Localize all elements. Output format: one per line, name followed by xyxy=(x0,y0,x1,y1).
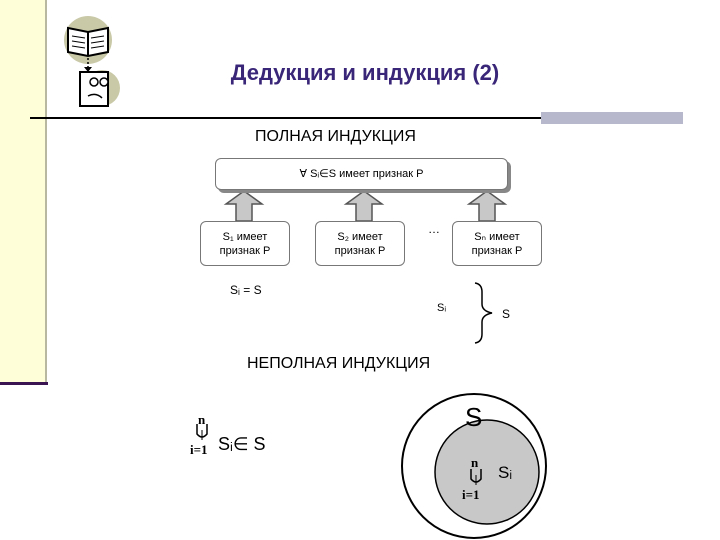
sn-line2: признак P xyxy=(471,245,523,257)
s1-box: S₁ имеет признак P xyxy=(200,221,290,266)
s-label: S xyxy=(502,307,511,321)
arrow-up-icon xyxy=(343,190,385,222)
book-icon xyxy=(64,16,120,107)
s2-line2: признак P xyxy=(334,245,386,257)
sn-line1: Sₙ имеет xyxy=(474,231,520,243)
s1-line1: S₁ имеет xyxy=(222,231,268,243)
s1-line2: признак P xyxy=(219,245,271,257)
union-upper: n xyxy=(198,412,206,427)
inner-si-label: Sᵢ xyxy=(498,463,513,482)
union-icon xyxy=(470,469,482,485)
page-title: Дедукция и индукция (2) xyxy=(230,60,500,85)
top-statement: ∀ Sᵢ∈S имеет признак P xyxy=(299,168,424,180)
brace-icon xyxy=(474,282,493,344)
sidebar-panel xyxy=(0,0,47,385)
big-s-label: S xyxy=(465,402,483,432)
top-statement-box: ∀ Sᵢ∈S имеет признак P xyxy=(215,158,508,190)
title-divider-accent xyxy=(541,112,683,124)
si-label: Sᵢ xyxy=(437,302,447,314)
full-induction-heading: ПОЛНАЯ ИНДУКЦИЯ xyxy=(255,128,416,145)
union-icon xyxy=(196,424,208,440)
equality-label: Sᵢ = S xyxy=(230,283,262,297)
union-lower: i=1 xyxy=(190,442,208,457)
sn-box: Sₙ имеет признак P xyxy=(452,221,542,266)
inner-union-upper: n xyxy=(471,455,479,470)
inner-union-lower: i=1 xyxy=(462,487,480,502)
s2-box: S₂ имеет признак P xyxy=(315,221,405,266)
arrow-up-icon xyxy=(466,190,508,222)
union-expr: Sᵢ∈ S xyxy=(218,434,266,454)
arrow-up-icon xyxy=(223,190,265,222)
subset-circle xyxy=(434,419,540,525)
ellipsis: … xyxy=(428,222,440,236)
partial-induction-heading: НЕПОЛНАЯ ИНДУКЦИЯ xyxy=(247,355,431,372)
sidebar-bottom-line xyxy=(0,382,48,385)
s2-line1: S₂ имеет xyxy=(337,231,383,243)
title-divider xyxy=(30,117,542,119)
